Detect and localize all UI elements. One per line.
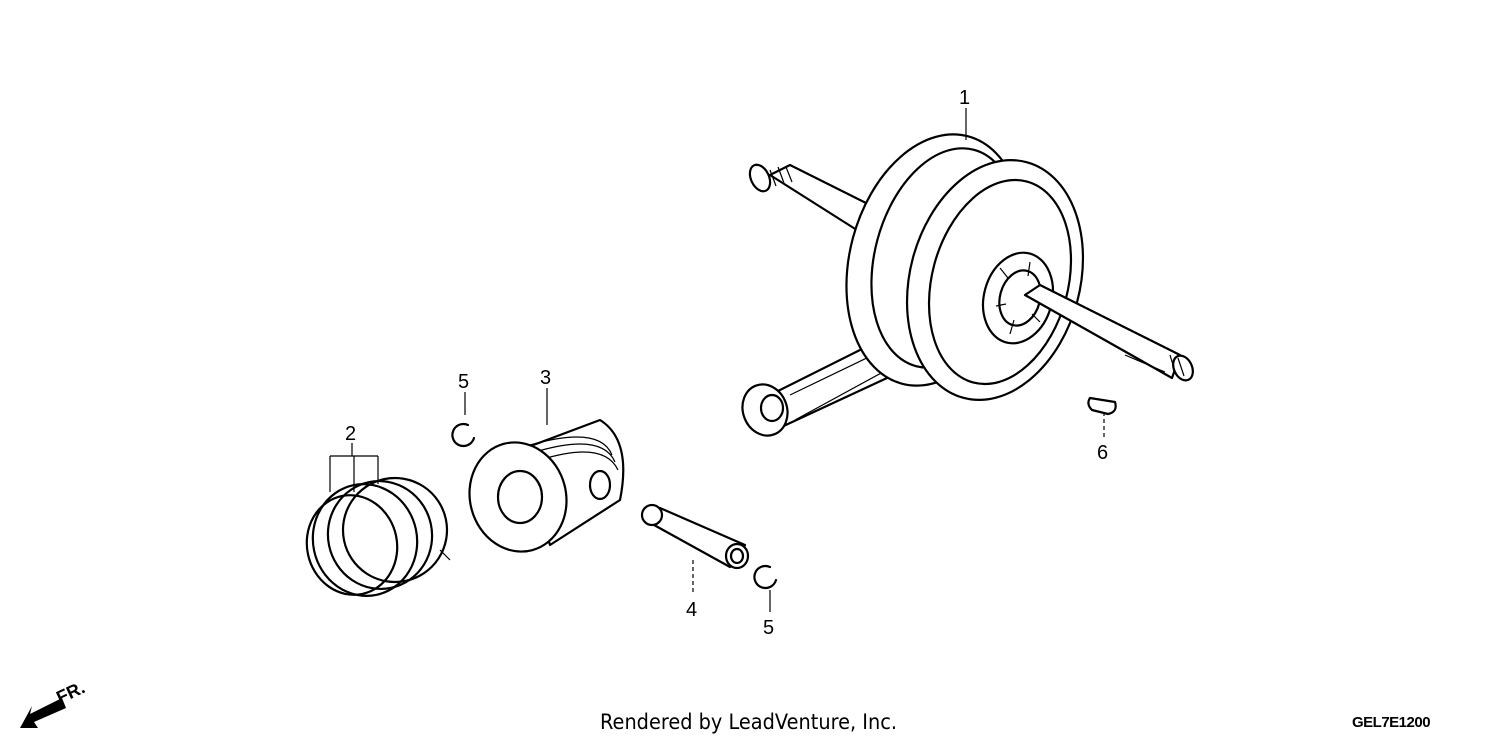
callout-1: 1 — [959, 87, 970, 109]
callout-6: 6 — [1097, 442, 1108, 464]
part-piston[interactable] — [457, 418, 625, 563]
footer-credit: Rendered by LeadVenture, Inc. — [600, 710, 897, 734]
callout-2: 2 — [345, 423, 356, 445]
callout-5-upper: 5 — [458, 371, 469, 393]
front-direction-arrow-icon — [20, 698, 66, 728]
front-direction-indicator: FR. — [20, 677, 88, 728]
callout-3: 3 — [540, 367, 551, 389]
callout-4: 4 — [686, 599, 697, 621]
part-piston-pin[interactable] — [640, 503, 750, 570]
callout-5-lower: 5 — [763, 617, 774, 639]
part-piston-rings[interactable] — [298, 468, 457, 605]
part-crankshaft[interactable] — [735, 114, 1196, 442]
part-woodruff-key[interactable] — [1087, 396, 1117, 416]
part-piston-pin-clip-lower[interactable] — [753, 564, 778, 590]
leader-2 — [329, 443, 379, 492]
diagram-code: GEL7E1200 — [1352, 714, 1431, 731]
part-piston-pin-clip-upper[interactable] — [451, 422, 476, 448]
